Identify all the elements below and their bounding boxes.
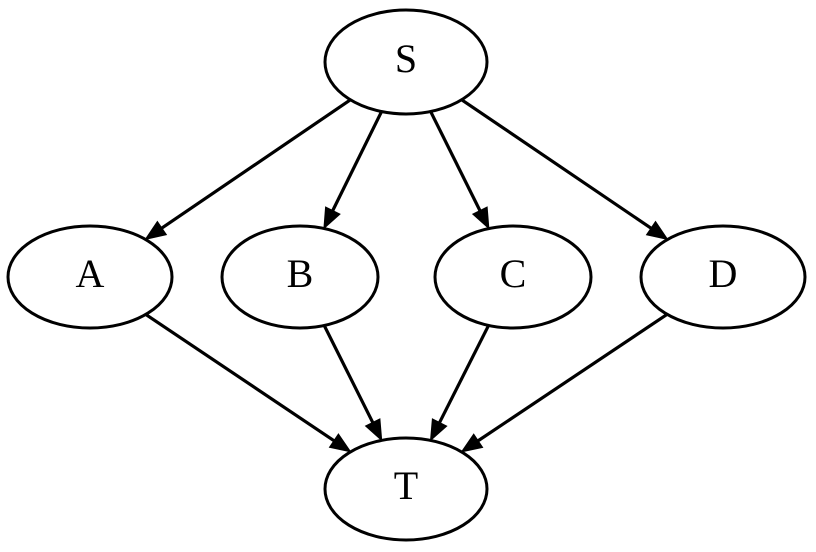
edge-arrowhead	[323, 206, 341, 230]
edge-line	[160, 98, 352, 230]
nodes-layer: S A B C D T	[6, 8, 807, 542]
node-label-t: T	[394, 463, 418, 508]
edge-s-to-a	[144, 98, 352, 241]
edge-arrowhead	[429, 418, 448, 442]
node-ellipse-s[interactable]	[323, 8, 489, 116]
node-label-c: C	[500, 251, 527, 296]
node-label-s: S	[395, 36, 417, 81]
node-s[interactable]: S	[323, 8, 489, 116]
node-ellipse-a[interactable]	[6, 224, 174, 330]
node-label-d: D	[709, 251, 738, 296]
node-a[interactable]: A	[6, 224, 174, 330]
edge-b-to-t	[322, 324, 383, 442]
edge-d-to-t	[460, 313, 669, 453]
node-ellipse-t[interactable]	[323, 436, 489, 542]
node-b[interactable]: B	[220, 224, 380, 330]
edge-s-to-c	[429, 110, 490, 230]
edge-s-to-b	[323, 110, 383, 230]
edge-arrowhead	[471, 206, 490, 230]
edge-a-to-t	[144, 313, 352, 453]
edge-arrowhead	[460, 433, 484, 453]
node-c[interactable]: C	[433, 224, 593, 330]
node-ellipse-d[interactable]	[639, 224, 807, 330]
edge-line	[429, 110, 482, 212]
node-ellipse-b[interactable]	[220, 224, 380, 330]
edge-line	[144, 313, 335, 442]
edges-layer	[144, 98, 669, 453]
node-ellipse-c[interactable]	[433, 224, 593, 330]
edge-arrowhead	[144, 220, 168, 241]
node-label-a: A	[76, 251, 105, 296]
edge-line	[331, 110, 383, 212]
node-label-b: B	[287, 251, 314, 296]
node-d[interactable]: D	[639, 224, 807, 330]
edge-c-to-t	[429, 324, 490, 442]
edge-arrowhead	[328, 433, 352, 453]
edge-arrowhead	[645, 220, 669, 241]
edge-arrowhead	[364, 418, 383, 442]
edge-s-to-d	[460, 98, 669, 241]
edge-line	[460, 98, 652, 230]
edge-line	[477, 313, 669, 443]
edge-line	[322, 324, 375, 424]
node-t[interactable]: T	[323, 436, 489, 542]
edge-line	[438, 324, 490, 424]
